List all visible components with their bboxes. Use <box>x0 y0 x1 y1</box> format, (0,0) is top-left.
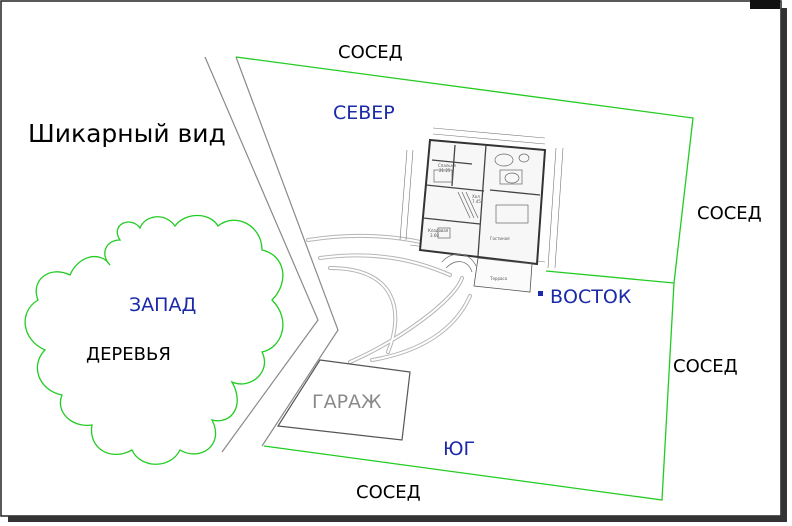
label-neighbor-right-top: СОСЕД <box>697 203 762 224</box>
room-storage: Кладовая <box>428 228 449 233</box>
label-neighbor-right-bottom: СОСЕД <box>673 356 738 377</box>
label-south: ЮГ <box>443 438 475 460</box>
frame-shadow-bottom <box>8 516 787 522</box>
road <box>204 56 339 453</box>
room-hall-area: 7.45 <box>472 199 481 204</box>
label-east: ВОСТОК <box>550 286 632 308</box>
house-floorplan: Спальня 21.25 Хол 7.45 Кладовая 3.60 Гос… <box>399 127 564 293</box>
property-boundary <box>235 56 694 501</box>
garage: ГАРАЖ <box>276 359 411 441</box>
label-neighbor-top: СОСЕД <box>338 42 403 63</box>
room-hall: Хол <box>472 194 480 199</box>
label-view: Шикарный вид <box>28 119 226 148</box>
label-neighbor-bottom: СОСЕД <box>356 482 421 503</box>
label-trees: ДЕРЕВЬЯ <box>86 344 171 365</box>
corner-mark <box>750 0 780 9</box>
room-bedroom-area: 21.25 <box>439 168 451 173</box>
room-terrace: Терраса <box>489 276 508 281</box>
east-marker-icon <box>538 291 543 296</box>
label-north: СЕВЕР <box>333 102 395 124</box>
trees-outline <box>24 214 284 465</box>
frame-shadow-right <box>781 8 787 522</box>
garage-label: ГАРАЖ <box>312 391 382 413</box>
room-bedroom: Спальня <box>438 163 456 168</box>
room-storage-area: 3.60 <box>430 233 439 238</box>
label-west: ЗАПАД <box>129 294 196 316</box>
room-living: Гостиная <box>490 236 510 241</box>
